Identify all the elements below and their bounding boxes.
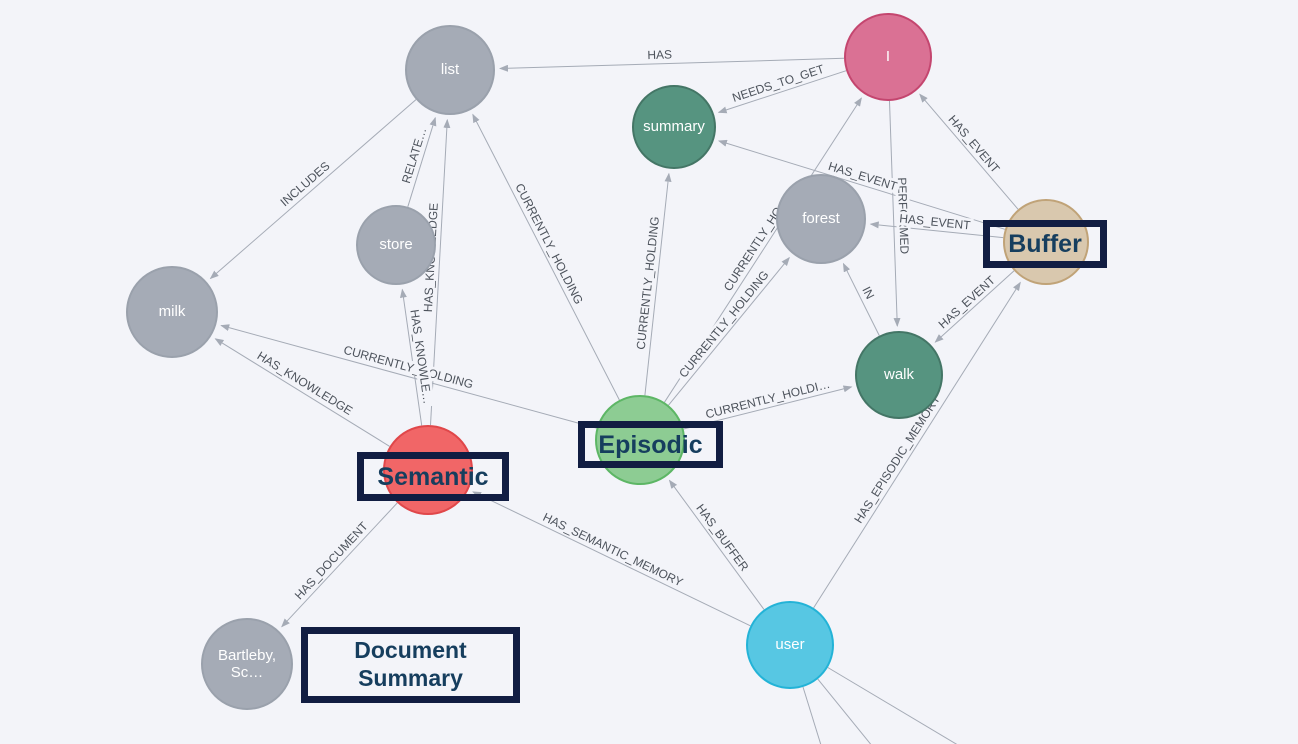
node-label: user: [775, 636, 805, 654]
node-label: summary: [643, 118, 705, 136]
graph-node-buffer[interactable]: [1003, 199, 1089, 285]
graph-node-episodic[interactable]: [595, 395, 685, 485]
edge-user-offscreen-25[interactable]: [827, 667, 1030, 744]
edge-user-offscreen-24[interactable]: [817, 678, 916, 744]
node-label: milk: [158, 303, 186, 321]
graph-node-summary[interactable]: summary: [632, 85, 716, 169]
edge-i-walk[interactable]: [889, 100, 901, 327]
graph-node-bartleby[interactable]: Bartleby, Sc…: [201, 618, 293, 710]
graph-node-list[interactable]: list: [405, 25, 495, 115]
node-label: I: [885, 48, 891, 66]
node-label: Bartleby, Sc…: [217, 646, 277, 681]
graph-node-milk[interactable]: milk: [126, 266, 218, 358]
graph-node-store[interactable]: store: [356, 205, 436, 285]
graph-node-user[interactable]: user: [746, 601, 834, 689]
node-label: walk: [883, 366, 914, 384]
graph-node-semantic[interactable]: [383, 425, 473, 515]
graph-node-i[interactable]: I: [844, 13, 932, 101]
node-label: list: [440, 61, 460, 79]
node-label: forest: [802, 210, 840, 228]
graph-node-forest[interactable]: forest: [776, 174, 866, 264]
edge-i-list[interactable]: [499, 57, 845, 72]
node-label: store: [379, 236, 413, 254]
graph-node-walk[interactable]: walk: [855, 331, 943, 419]
